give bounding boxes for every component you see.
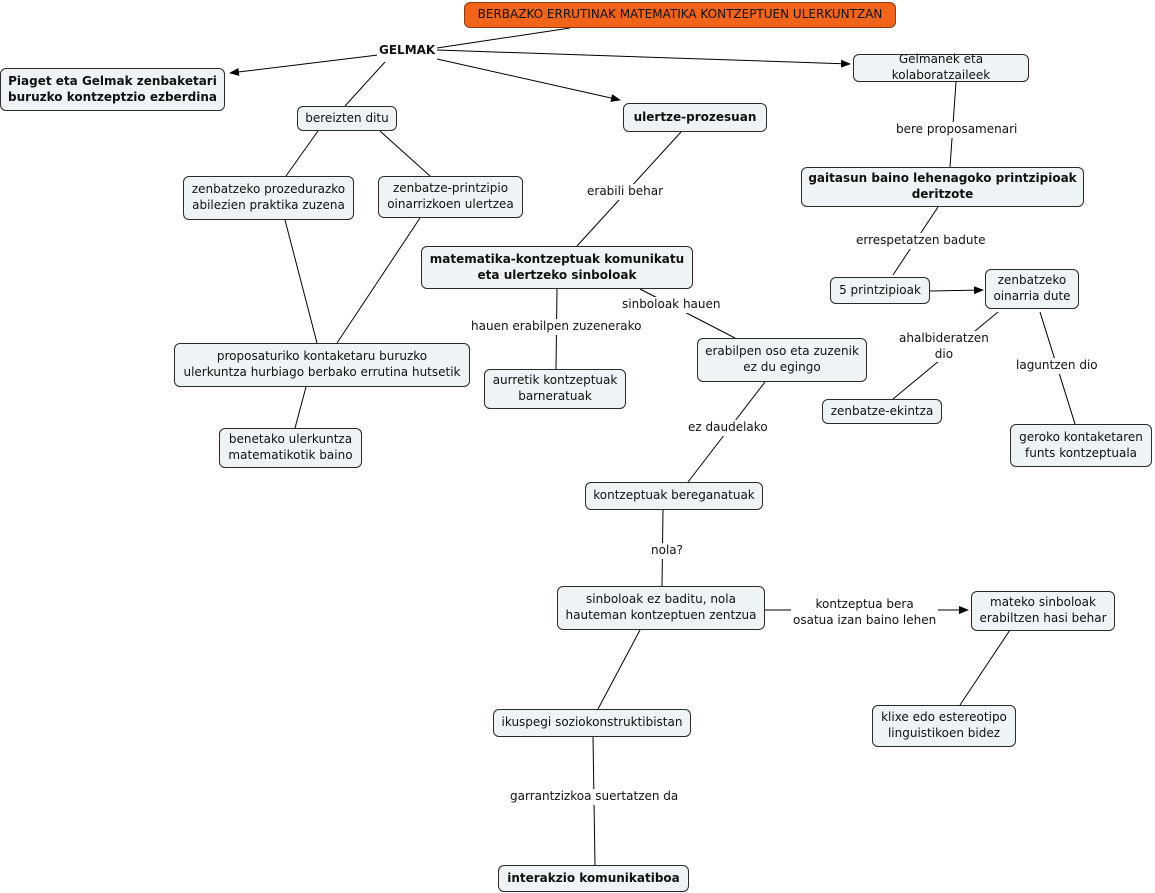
link-bereizten-printzipio (379, 130, 431, 177)
link-bereizten-prozedurazko (285, 130, 319, 177)
node-sinboloak: matematika-kontzeptuak komunikatu eta ul… (421, 246, 693, 289)
link-gelmak-kolabo (436, 49, 851, 68)
link-label-kontzeptua-bera: kontzeptua bera osatua izan baino lehen (791, 597, 939, 629)
node-bereizten: bereizten ditu (297, 106, 397, 131)
link-label-hauen-erabilpen: hauen erabilpen zuzenerako (469, 319, 644, 335)
link-gelmak-bereizten (344, 61, 386, 107)
node-ikuspegi: ikuspegi soziokonstruktibistan (493, 709, 691, 737)
link-title-gelmak (436, 27, 571, 49)
node-erabilpen-oso: erabilpen oso eta zuzenik ez du egingo (697, 338, 867, 382)
node-printzipio-oinarrizko: zenbatze-printzipio oinarrizkoen ulertze… (378, 176, 523, 218)
link-mateko-klixe (959, 629, 1011, 706)
link-bost-oinarria (929, 286, 984, 295)
link-sinboloakez-ikuspegi (597, 629, 641, 710)
link-prozedurazko-proposaturiko (284, 219, 318, 344)
node-zenbatze-ekintza: zenbatze-ekintza (822, 399, 942, 424)
node-oinarria: zenbatzeko oinarria dute (985, 269, 1079, 309)
link-label-garrantzizkoa: garrantzizkoa suertatzen da (508, 789, 681, 805)
link-label-nola: nola? (649, 543, 686, 559)
link-label-errespetatzen: errespetatzen badute (854, 233, 988, 249)
link-printzipio-proposaturiko (336, 217, 421, 344)
map-title: BERBAZKO ERRUTINAK MATEMATIKA KONTZEPTUE… (464, 2, 896, 28)
link-label-sinboloak-hauen: sinboloak hauen (620, 297, 723, 313)
link-gelmak-ulertze (436, 58, 621, 102)
node-ulertze-prozesuan: ulertze-prozesuan (623, 103, 767, 132)
node-geroko: geroko kontaketaren funts kontzeptuala (1010, 424, 1152, 467)
link-label-laguntzen: laguntzen dio (1014, 358, 1100, 374)
node-piaget: Piaget eta Gelmak zenbaketari buruzko ko… (0, 68, 225, 111)
link-proposaturiko-benetako (294, 386, 307, 429)
node-benetako: benetako ulerkuntza matematikotik baino (219, 428, 362, 468)
node-bereganatuak: kontzeptuak bereganatuak (585, 482, 763, 510)
node-gelmak: GELMAK (377, 43, 438, 57)
node-mateko: mateko sinboloak erabiltzen hasi behar (971, 591, 1115, 631)
node-gaitasun: gaitasun baino lehenagoko printzipioak d… (801, 167, 1084, 207)
node-klixe: klixe edo estereotipo linguistikoen bide… (872, 705, 1016, 747)
link-label-erabili-behar: erabili behar (585, 184, 665, 200)
node-kolaboratzaileek: Gelmanek eta kolaboratzaileek (853, 52, 1029, 82)
node-interakzio: interakzio komunikatiboa (498, 865, 689, 892)
node-bost-printzipio: 5 printzipioak (830, 277, 930, 304)
link-label-bere-proposamenari: bere proposamenari (894, 122, 1020, 138)
link-label-ahalbideratzen: ahalbideratzen dio (897, 331, 991, 363)
node-prozedurazko: zenbatzeko prozedurazko abilezien prakti… (183, 176, 354, 220)
link-gelmak-piaget (229, 54, 379, 76)
link-label-ez-daudelako: ez daudelako (686, 420, 770, 436)
node-sinboloak-ez: sinboloak ez baditu, nola hauteman kontz… (557, 586, 765, 630)
node-proposaturiko: proposaturiko kontaketaru buruzko ulerku… (174, 343, 470, 387)
node-aurretik: aurretik kontzeptuak barneratuak (484, 369, 626, 409)
